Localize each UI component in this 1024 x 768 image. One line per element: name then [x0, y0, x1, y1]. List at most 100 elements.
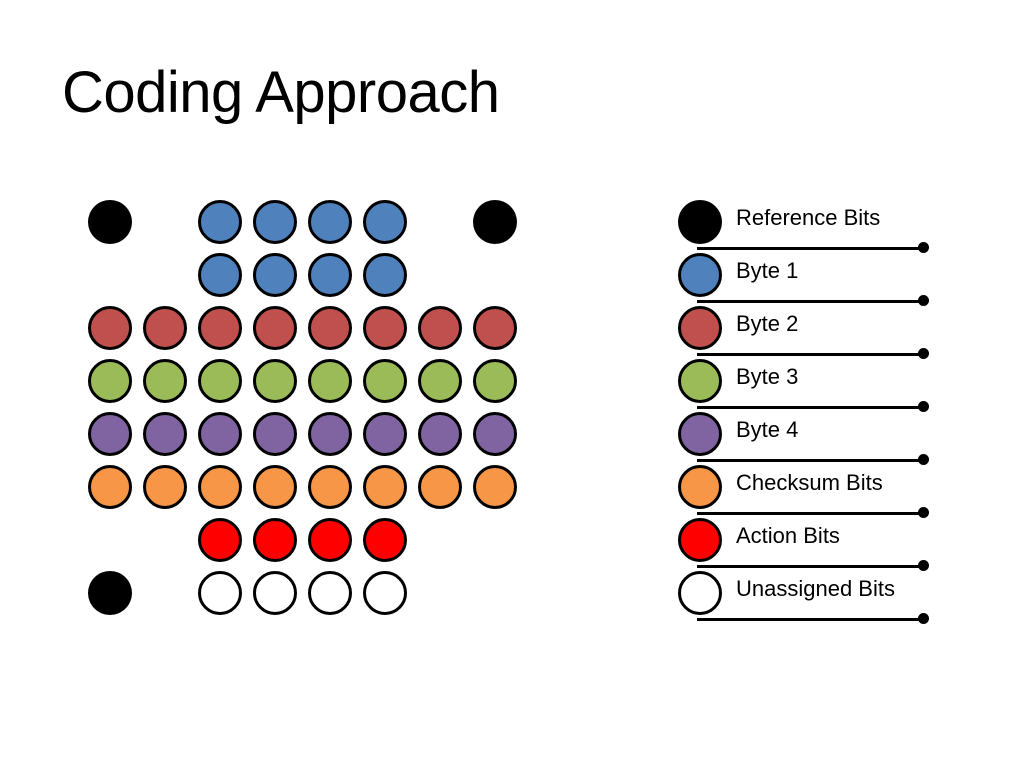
bit-cell-byte2	[88, 306, 132, 350]
bit-cell-byte2	[363, 306, 407, 350]
bit-cell-byte4	[308, 412, 352, 456]
legend-swatch-checksum	[678, 465, 722, 509]
bit-cell-byte1	[363, 253, 407, 297]
legend-rule-endpoint-byte1	[918, 295, 929, 306]
legend-item-unassigned: Unassigned Bits	[678, 571, 938, 624]
legend-swatch-unassigned	[678, 571, 722, 615]
bit-cell-byte3	[253, 359, 297, 403]
legend-rule-byte4	[697, 459, 923, 462]
bit-grid-row	[88, 465, 528, 518]
legend-swatch-byte2	[678, 306, 722, 350]
legend-rule-endpoint-byte3	[918, 401, 929, 412]
bit-cell-unassigned	[308, 571, 352, 615]
bit-cell-byte4	[88, 412, 132, 456]
bit-cell-byte3	[418, 359, 462, 403]
legend-swatch-reference	[678, 200, 722, 244]
bit-cell-byte1	[308, 253, 352, 297]
legend-rule-endpoint-checksum	[918, 507, 929, 518]
bit-cell-byte1	[363, 200, 407, 244]
legend-label-checksum: Checksum Bits	[736, 470, 883, 495]
bit-cell-byte3	[308, 359, 352, 403]
bit-grid-row	[88, 200, 528, 253]
legend-item-byte3: Byte 3	[678, 359, 938, 412]
legend-rule-endpoint-byte4	[918, 454, 929, 465]
bit-cell-byte4	[363, 412, 407, 456]
legend-item-byte2: Byte 2	[678, 306, 938, 359]
bit-cell-unassigned	[363, 571, 407, 615]
legend-rule-unassigned	[697, 618, 923, 621]
legend-item-byte4: Byte 4	[678, 412, 938, 465]
bit-cell-unassigned	[253, 571, 297, 615]
bit-cell-byte4	[473, 412, 517, 456]
bit-cell-byte2	[473, 306, 517, 350]
bit-grid-row	[88, 359, 528, 412]
page-title: Coding Approach	[62, 60, 500, 125]
bit-cell-checksum	[88, 465, 132, 509]
legend-label-byte2: Byte 2	[736, 311, 799, 336]
legend-swatch-byte3	[678, 359, 722, 403]
legend-rule-byte3	[697, 406, 923, 409]
legend-label-byte1: Byte 1	[736, 258, 799, 283]
bit-cell-checksum	[473, 465, 517, 509]
bit-cell-byte3	[88, 359, 132, 403]
bit-grid-row	[88, 253, 528, 306]
legend-rule-reference	[697, 247, 923, 250]
legend-rule-endpoint-unassigned	[918, 613, 929, 624]
legend-rule-action	[697, 565, 923, 568]
bit-cell-byte1	[198, 253, 242, 297]
bit-cell-checksum	[198, 465, 242, 509]
bit-cell-byte2	[198, 306, 242, 350]
legend-swatch-byte1	[678, 253, 722, 297]
bit-grid	[88, 200, 528, 630]
bit-cell-action	[198, 518, 242, 562]
legend-label-reference: Reference Bits	[736, 205, 881, 230]
bit-cell-reference	[88, 200, 132, 244]
bit-cell-byte2	[253, 306, 297, 350]
legend-swatch-action	[678, 518, 722, 562]
bit-cell-action	[363, 518, 407, 562]
bit-cell-checksum	[418, 465, 462, 509]
bit-cell-byte4	[143, 412, 187, 456]
legend-label-action: Action Bits	[736, 523, 840, 548]
bit-cell-action	[308, 518, 352, 562]
bit-cell-checksum	[143, 465, 187, 509]
bit-cell-checksum	[363, 465, 407, 509]
bit-grid-row	[88, 518, 528, 571]
legend-item-reference: Reference Bits	[678, 200, 938, 253]
legend-rule-checksum	[697, 512, 923, 515]
bit-grid-row	[88, 306, 528, 359]
legend-item-byte1: Byte 1	[678, 253, 938, 306]
bit-cell-action	[253, 518, 297, 562]
bit-cell-byte4	[198, 412, 242, 456]
bit-cell-byte2	[143, 306, 187, 350]
legend-item-action: Action Bits	[678, 518, 938, 571]
bit-cell-checksum	[308, 465, 352, 509]
bit-grid-row	[88, 571, 528, 624]
bit-cell-byte2	[308, 306, 352, 350]
legend-rule-byte2	[697, 353, 923, 356]
legend-label-byte4: Byte 4	[736, 417, 799, 442]
bit-cell-byte3	[363, 359, 407, 403]
bit-cell-byte1	[308, 200, 352, 244]
bit-cell-byte1	[198, 200, 242, 244]
legend-item-checksum: Checksum Bits	[678, 465, 938, 518]
bit-cell-byte1	[253, 200, 297, 244]
bit-cell-byte3	[473, 359, 517, 403]
bit-cell-reference	[88, 571, 132, 615]
bit-cell-byte2	[418, 306, 462, 350]
bit-cell-reference	[473, 200, 517, 244]
bit-grid-row	[88, 412, 528, 465]
bit-cell-checksum	[253, 465, 297, 509]
legend-label-byte3: Byte 3	[736, 364, 799, 389]
bit-cell-byte4	[418, 412, 462, 456]
bit-cell-unassigned	[198, 571, 242, 615]
legend-rule-endpoint-reference	[918, 242, 929, 253]
legend-rule-endpoint-byte2	[918, 348, 929, 359]
legend-swatch-byte4	[678, 412, 722, 456]
legend-rule-byte1	[697, 300, 923, 303]
bit-cell-byte1	[253, 253, 297, 297]
bit-cell-byte3	[198, 359, 242, 403]
legend-rule-endpoint-action	[918, 560, 929, 571]
